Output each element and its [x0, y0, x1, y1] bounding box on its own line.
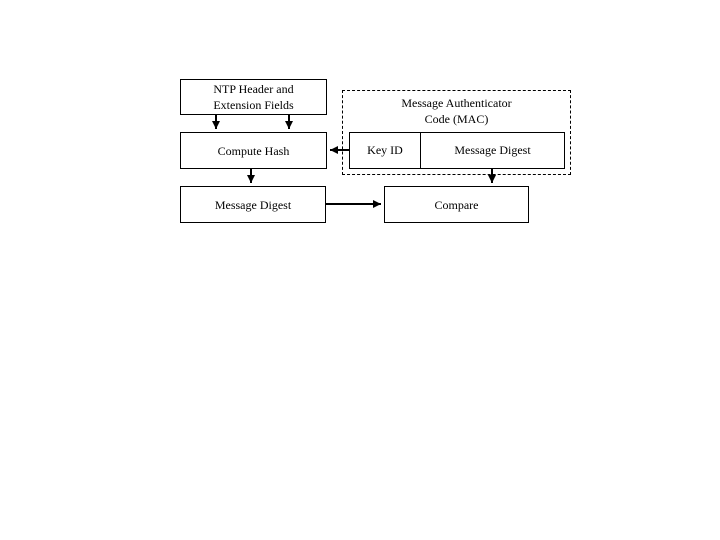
compare-label: Compare — [434, 197, 479, 212]
mac-fields-box: Key ID Message Digest — [349, 132, 565, 169]
key-id-label: Key ID — [367, 143, 403, 157]
compare-box: Compare — [384, 186, 529, 223]
mac-message-digest-cell: Message Digest — [421, 133, 564, 168]
ntp-header-label: NTP Header and Extension Fields — [213, 81, 293, 113]
ntp-header-label-line1: NTP Header and — [213, 82, 294, 96]
key-id-cell: Key ID — [350, 133, 421, 168]
mac-title-line1: Message Authenticator — [401, 96, 512, 110]
compute-hash-box: Compute Hash — [180, 132, 327, 169]
mac-group-box: Message Authenticator Code (MAC) — [342, 90, 571, 175]
mac-title-line2: Code (MAC) — [424, 112, 489, 126]
compute-hash-label: Compute Hash — [217, 143, 290, 158]
ntp-header-label-line2: Extension Fields — [213, 98, 294, 112]
ntp-header-box: NTP Header and Extension Fields — [180, 79, 327, 115]
mac-group-title: Message Authenticator Code (MAC) — [343, 95, 570, 127]
message-digest-output-box: Message Digest — [180, 186, 326, 223]
mac-message-digest-label: Message Digest — [454, 143, 531, 157]
message-digest-output-label: Message Digest — [214, 197, 292, 212]
